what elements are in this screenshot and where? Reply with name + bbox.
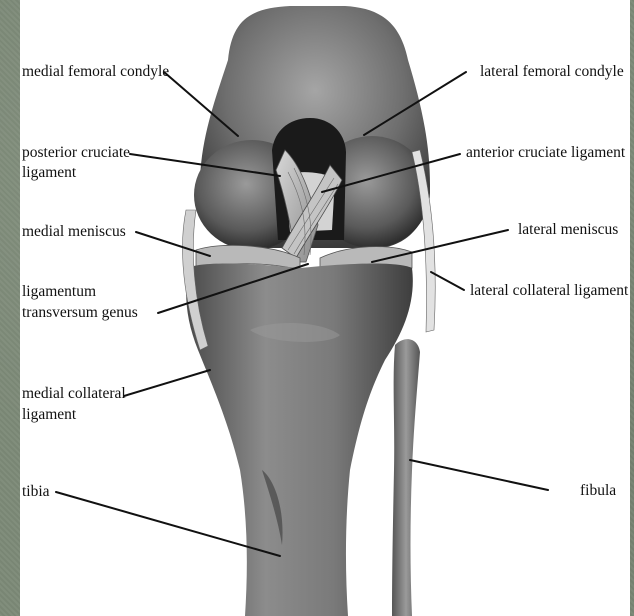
- label-posterior-cruciate-ligament: ligament: [22, 163, 76, 182]
- label-medial-collateral: medial collateral: [22, 384, 126, 403]
- label-posterior-cruciate: posterior cruciate: [22, 143, 130, 162]
- label-lateral-meniscus: lateral meniscus: [518, 220, 618, 239]
- label-medial-meniscus: medial meniscus: [22, 222, 126, 241]
- label-lateral-collateral-ligament: lateral collateral ligament: [470, 281, 628, 300]
- label-medial-collateral-ligament: ligament: [22, 405, 76, 424]
- label-lateral-femoral-condyle: lateral femoral condyle: [480, 62, 624, 81]
- leader-medial-meniscus: [136, 232, 210, 256]
- label-anterior-cruciate-ligament: anterior cruciate ligament: [466, 143, 625, 162]
- leader-medial-collateral: [124, 370, 210, 396]
- tibia-shape: [186, 264, 413, 616]
- leader-fibula: [410, 460, 548, 490]
- label-medial-femoral-condyle: medial femoral condyle: [22, 62, 169, 81]
- label-transversum-genus: transversum genus: [22, 303, 138, 322]
- label-ligamentum: ligamentum: [22, 282, 96, 301]
- fibula-shape: [392, 339, 420, 616]
- label-fibula: fibula: [580, 481, 616, 500]
- leader-lateral-collateral: [431, 272, 464, 290]
- label-tibia: tibia: [22, 482, 50, 501]
